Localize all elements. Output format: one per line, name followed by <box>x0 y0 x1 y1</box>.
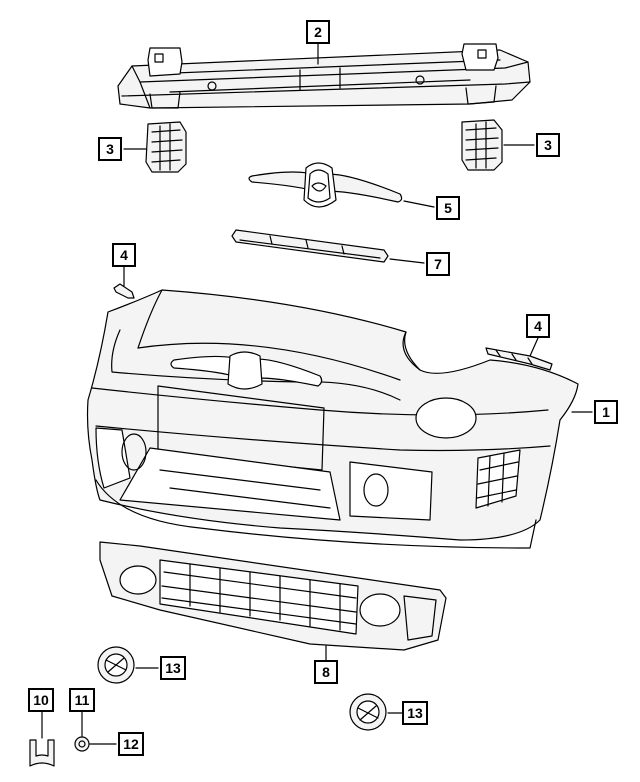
callout-7: 7 <box>426 252 450 276</box>
leader-line-5 <box>403 200 435 208</box>
callout-3-right: 3 <box>536 133 560 157</box>
callout-13-lower: 13 <box>402 701 428 725</box>
nut <box>74 736 90 752</box>
bumper-fascia <box>86 289 579 549</box>
reinforcement-beam <box>117 43 531 109</box>
callout-11: 11 <box>69 688 95 712</box>
crash-box-right <box>461 119 503 171</box>
callout-10: 10 <box>28 688 54 712</box>
leader-line-7 <box>389 258 425 264</box>
grille-insert <box>231 229 389 263</box>
callout-12: 12 <box>118 732 144 756</box>
lower-grille <box>99 541 447 651</box>
bracket-left <box>113 283 135 299</box>
callout-2: 2 <box>306 20 330 44</box>
fog-trim-upper <box>97 646 135 684</box>
callout-5: 5 <box>436 196 460 220</box>
leader-line-4-right <box>529 337 539 357</box>
retaining-clip <box>29 739 55 767</box>
callout-1: 1 <box>594 400 618 424</box>
callout-4-left: 4 <box>112 243 136 267</box>
callout-8: 8 <box>314 660 338 684</box>
callout-4-right: 4 <box>526 314 550 338</box>
callout-3-left: 3 <box>98 137 122 161</box>
fog-trim-lower <box>349 693 387 731</box>
callout-13-upper: 13 <box>160 656 186 680</box>
crash-box-left <box>145 121 187 173</box>
upper-grille-moustache <box>248 162 403 208</box>
